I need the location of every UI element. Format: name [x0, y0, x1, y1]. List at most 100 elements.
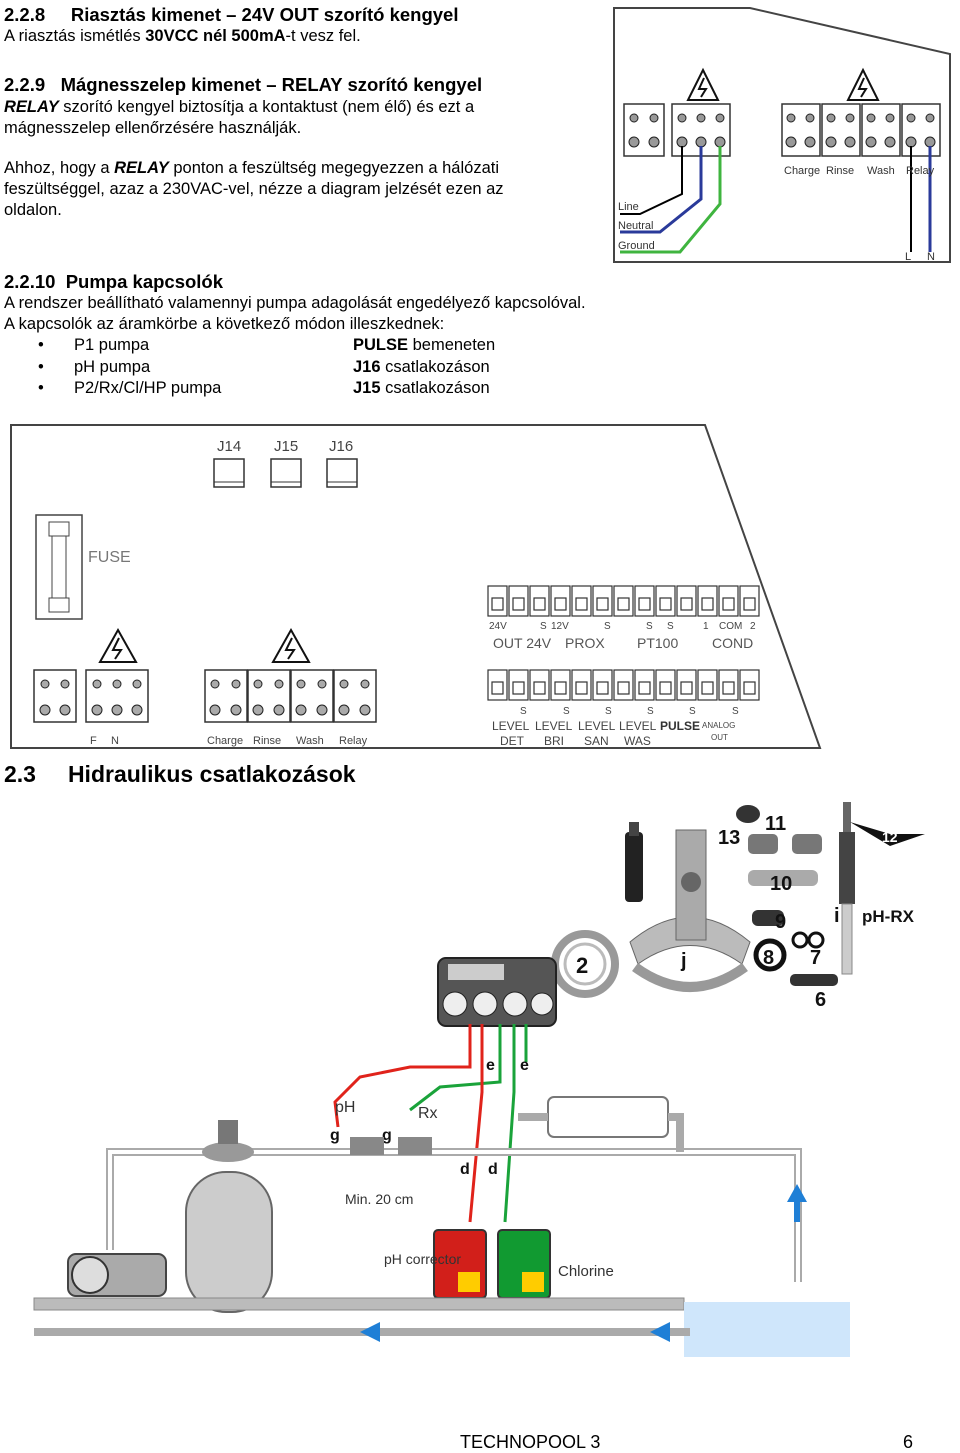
heading-title: Pumpa kapcsolók: [65, 271, 224, 292]
jumper-j15: [270, 458, 302, 488]
svg-text:S: S: [605, 706, 612, 717]
jumper-j16: [326, 458, 358, 488]
paragraph-relay: RELAY szorító kengyel biztosítja a konta…: [4, 98, 475, 137]
svg-text:LEVEL: LEVEL: [492, 719, 530, 733]
chlorine-tank-icon: [497, 1229, 551, 1299]
heading-title: Riasztás kimenet – 24V OUT szorító kengy…: [70, 4, 459, 25]
paragraph-alarm: A riasztás ismétlés 30VCC nél 500mA-t ve…: [4, 27, 361, 45]
ph-rx-probe-icon: [839, 802, 925, 975]
heading-title: Hidraulikus csatlakozások: [67, 761, 356, 787]
terminal-screw: [659, 681, 672, 695]
terminal-label-12v: 12V: [551, 621, 569, 632]
heading-number: 2.3: [4, 761, 36, 787]
svg-text:COM: COM: [719, 621, 742, 632]
svg-text:S: S: [540, 621, 547, 632]
controller-unit-icon: [437, 957, 557, 1027]
terminal-screw: [743, 597, 756, 611]
svg-text:1: 1: [703, 621, 709, 632]
label-relay: Relay: [906, 165, 935, 177]
svg-text:j: j: [680, 950, 687, 972]
jumper-j15-label: J15: [274, 438, 298, 455]
label-ph: pH: [335, 1099, 355, 1116]
svg-text:8: 8: [763, 947, 774, 969]
relay-wiring-diagram: Line Neutral Ground Charge Rinse Wash Re…: [613, 7, 951, 263]
svg-text:LEVEL: LEVEL: [535, 719, 573, 733]
paragraph-pump-switches-2: A kapcsolók az áramkörbe a következő mód…: [4, 315, 445, 333]
terminal-screw: [701, 681, 714, 695]
footer-title: TECHNOPOOL 3: [460, 1432, 601, 1452]
terminal-group-prox: PROX: [565, 635, 605, 651]
label-ph-corrector: pH corrector: [384, 1251, 461, 1267]
terminal-screw: [533, 597, 546, 611]
svg-text:S: S: [646, 621, 653, 632]
page-number: 6: [903, 1432, 914, 1452]
terminal-screw: [596, 681, 609, 695]
fittings-icon: [736, 805, 838, 986]
terminal-group-pt100: PT100: [637, 635, 678, 651]
terminal-group-cond: COND: [712, 635, 753, 651]
controller-board-diagram: J14 J15 J16 FUSE 24V 12V OUT 24V PROX PT…: [10, 424, 822, 749]
warning-icon: [686, 67, 720, 101]
svg-text:i: i: [834, 905, 840, 927]
terminal-screw: [512, 597, 525, 611]
heading-2-2-10: 2.2.10 Pumpa kapcsolók: [4, 271, 223, 293]
svg-text:SAN: SAN: [584, 734, 609, 748]
fuse-icon: [35, 514, 83, 620]
terminal-group-out24v: OUT 24V: [493, 635, 552, 651]
svg-text:Rinse: Rinse: [253, 735, 281, 747]
terminal-label-24v: 24V: [489, 621, 507, 632]
svg-text:6: 6: [815, 989, 826, 1011]
svg-text:S: S: [520, 706, 527, 717]
svg-text:d: d: [460, 1161, 470, 1178]
heat-exchanger-icon: [518, 1096, 684, 1152]
terminal-screw: [680, 681, 693, 695]
svg-text:S: S: [732, 706, 739, 717]
label-line: Line: [618, 201, 639, 213]
terminal-screw: [638, 597, 651, 611]
terminal-screw: [533, 681, 546, 695]
label-n: N: [927, 251, 935, 263]
label-chlorine: Chlorine: [558, 1263, 614, 1280]
terminal-screw: [554, 597, 567, 611]
terminal-screw: [722, 597, 735, 611]
terminal-screw: [638, 681, 651, 695]
svg-text:10: 10: [770, 873, 792, 895]
svg-text:S: S: [647, 706, 654, 717]
svg-text:7: 7: [810, 947, 821, 969]
heading-number: 2.2.10: [4, 271, 56, 292]
paragraph-relay-voltage: Ahhoz, hogy a RELAY ponton a feszültség …: [4, 159, 504, 219]
svg-text:11: 11: [765, 813, 786, 835]
terminal-screw: [491, 597, 504, 611]
svg-text:DET: DET: [500, 734, 525, 748]
label-ground: Ground: [618, 240, 655, 252]
injection-valve-icon: [625, 822, 643, 902]
terminal-screw: [596, 597, 609, 611]
paragraph-pump-switches-1: A rendszer beállítható valamennyi pumpa …: [4, 294, 586, 312]
label-l: L: [905, 251, 911, 263]
svg-text:N: N: [111, 735, 119, 747]
svg-text:12: 12: [882, 829, 898, 845]
label-rx: Rx: [418, 1105, 438, 1122]
heading-number: 2.2.8: [4, 4, 46, 25]
svg-text:Wash: Wash: [296, 735, 324, 747]
terminal-screw: [575, 681, 588, 695]
terminal-screw: [680, 597, 693, 611]
svg-text:13: 13: [718, 827, 740, 849]
pipe-clamp-icon: [629, 829, 751, 992]
terminal-screw: [554, 681, 567, 695]
svg-text:g: g: [330, 1127, 340, 1144]
svg-text:g: g: [382, 1127, 392, 1144]
svg-text:S: S: [689, 706, 696, 717]
jumper-j14-label: J14: [217, 438, 241, 455]
pump-icon: [67, 1253, 167, 1297]
terminal-screw: [512, 681, 525, 695]
svg-text:F: F: [90, 735, 97, 747]
svg-text:2: 2: [750, 621, 756, 632]
svg-text:BRI: BRI: [544, 734, 564, 748]
terminal-label-pulse: PULSE: [660, 719, 700, 733]
svg-text:S: S: [563, 706, 570, 717]
heading-number: 2.2.9: [4, 74, 46, 95]
label-wash: Wash: [867, 165, 895, 177]
terminal-screw: [617, 597, 630, 611]
bullet-icon: •: [38, 336, 44, 354]
